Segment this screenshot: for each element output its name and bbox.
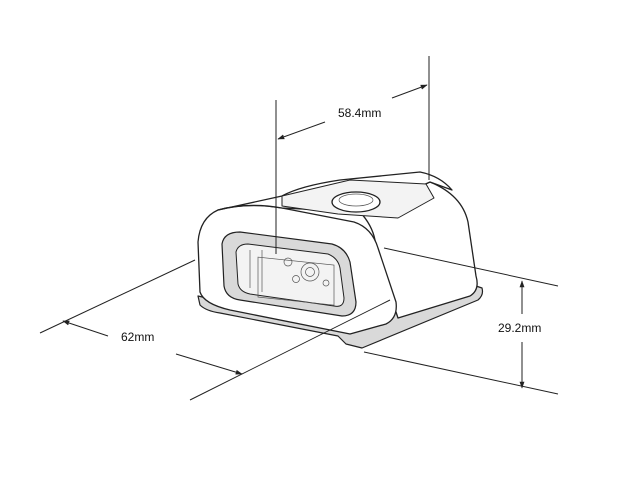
extension-line-top (383, 247, 559, 287)
width-label: 58.4mm (338, 106, 381, 120)
dimension-arrow (62, 320, 109, 337)
height-label: 29.2mm (498, 321, 541, 335)
dimension-height: 29.2mm (363, 247, 559, 395)
trigger-button-icon (331, 191, 381, 213)
dimension-depth: 62mm (39, 259, 391, 401)
dimension-width: 58.4mm (275, 56, 430, 254)
extension-line-bottom (363, 351, 559, 395)
dimension-arrow (175, 353, 243, 375)
dimension-arrow (277, 121, 326, 140)
dimension-arrow (391, 84, 428, 99)
scan-window (235, 243, 345, 307)
scanner-body (197, 171, 484, 349)
extension-line-rear (39, 259, 196, 334)
depth-label: 62mm (121, 330, 154, 344)
optics-module (249, 250, 335, 306)
extension-line-front (189, 299, 391, 401)
